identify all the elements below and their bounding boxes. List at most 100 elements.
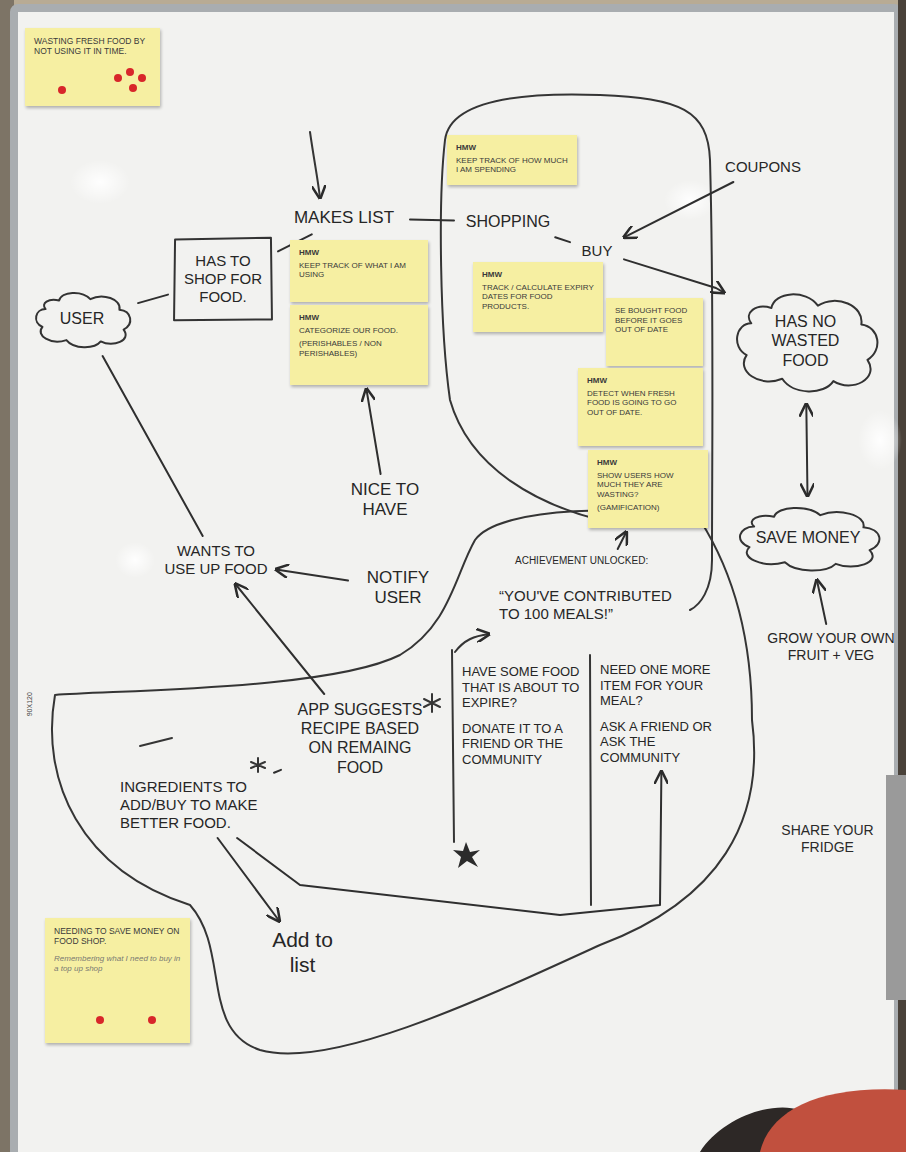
cloud-shape: USER <box>30 286 134 352</box>
node-text: GROW YOUR OWN FRUIT + VEG <box>764 630 898 664</box>
node-text: NEED ONE MORE ITEM FOR YOUR MEAL? <box>600 662 724 709</box>
text-node: COUPONS <box>716 156 810 178</box>
connector <box>555 237 570 242</box>
glare <box>858 410 902 470</box>
text-node: INGREDIENTS TO ADD/BUY TO MAKE BETTER FO… <box>116 776 270 834</box>
connector <box>366 389 380 474</box>
text-node: Add to list <box>255 925 350 979</box>
vote-dot <box>148 1016 156 1024</box>
sticky-note: HMWCATEGORIZE OUR FOOD.(PERISHABLES / NO… <box>290 305 428 385</box>
node-text: SHOPPING <box>462 212 554 231</box>
cloud-shape: SAVE MONEY <box>731 500 885 576</box>
vote-dot <box>96 1016 104 1024</box>
cloud-outline <box>36 293 130 347</box>
connector <box>235 584 324 694</box>
node-text: SE BOUGHT FOOD BEFORE IT GOES OUT OF DAT… <box>615 306 694 335</box>
cloud-shape: HAS NO WASTED FOOD <box>728 282 883 400</box>
connector <box>806 404 807 496</box>
node-text: BUY <box>578 242 616 260</box>
node-text: CATEGORIZE OUR FOOD. <box>299 326 419 336</box>
glare <box>115 542 155 578</box>
vote-dot <box>129 84 137 92</box>
node-text: HAS TO SHOP FOR FOOD. <box>178 252 268 306</box>
node-text: INGREDIENTS TO ADD/BUY TO MAKE BETTER FO… <box>120 778 266 832</box>
sticky-note: SE BOUGHT FOOD BEFORE IT GOES OUT OF DAT… <box>606 298 703 366</box>
node-text: KEEP TRACK OF WHAT I AM USING <box>299 261 419 280</box>
node-text: ACHIEVEMENT UNLOCKED: <box>499 555 696 567</box>
text-node: GROW YOUR OWN FRUIT + VEG <box>760 628 902 666</box>
sticky-note: NEEDING TO SAVE MONEY ON FOOD SHOP.Remem… <box>45 918 190 1043</box>
node-text: (PERISHABLES / NON PERISHABLES) <box>299 339 419 358</box>
node-text: NEEDING TO SAVE MONEY ON FOOD SHOP. <box>54 926 181 946</box>
fabric <box>760 1089 906 1152</box>
clip <box>886 775 906 1000</box>
node-text: SHOW USERS HOW MUCH THEY ARE WASTING? <box>597 471 699 500</box>
star-mark <box>251 758 265 772</box>
sticky-note: WASTING FRESH FOOD BY NOT USING IT IN TI… <box>25 28 160 106</box>
node-text: KEEP TRACK OF HOW MUCH I AM SPENDING <box>456 156 568 175</box>
node-text: HAS NO WASTED FOOD <box>756 312 855 370</box>
vote-dot <box>114 74 122 82</box>
node-text: HMW <box>587 376 694 386</box>
process-box: HAS TO SHOP FOR FOOD. <box>172 236 274 322</box>
node-text: HMW <box>456 143 568 153</box>
text-node: APP SUGGESTS RECIPE BASED ON REMAING FOO… <box>285 698 435 779</box>
stroke <box>140 738 172 746</box>
text-node: BUY <box>574 240 620 262</box>
node-text: HMW <box>482 270 594 280</box>
text-node: NEED ONE MORE ITEM FOR YOUR MEAL? ASK A F… <box>596 660 728 768</box>
scribble-star <box>453 842 480 868</box>
node-text: COUPONS <box>720 158 806 176</box>
connector <box>274 770 281 773</box>
node-text: SAVE MONEY <box>751 528 865 547</box>
vote-dot <box>58 86 66 94</box>
node-text: DONATE IT TO A FRIEND OR THE COMMUNITY <box>462 721 580 768</box>
star-mark <box>424 694 440 712</box>
text-node: SHOPPING <box>458 210 558 233</box>
node-text: DETECT WHEN FRESH FOOD IS GOING TO GO OU… <box>587 389 694 418</box>
node-text: WASTING FRESH FOOD BY NOT USING IT IN TI… <box>34 36 151 56</box>
connector <box>624 259 724 292</box>
column-divider <box>590 655 591 905</box>
sticky-note: HMWKEEP TRACK OF WHAT I AM USING <box>290 240 428 302</box>
flow-arrow <box>455 634 489 652</box>
note-text: SHARE YOUR FRIDGE <box>770 822 885 856</box>
node-text: NOTIFY USER <box>356 568 440 609</box>
connector <box>624 182 733 237</box>
text-node: NICE TO HAVE <box>330 478 440 523</box>
box-outline <box>174 238 272 321</box>
text-node: HAVE SOME FOOD THAT IS ABOUT TO EXPIRE? D… <box>458 662 584 770</box>
connector <box>237 772 661 915</box>
node-text: NICE TO HAVE <box>334 480 436 521</box>
connector <box>618 532 627 549</box>
text-node: NOTIFY USER <box>352 566 444 611</box>
whiteboard <box>14 8 898 1152</box>
sticky-note: HMW SHOW USERS HOW MUCH THEY ARE WASTING?… <box>588 450 708 528</box>
text-node: WANTS TO USE UP FOOD <box>160 540 272 580</box>
connector <box>218 838 280 921</box>
text-node: ACHIEVEMENT UNLOCKED: “YOU'VE CONTRIBUTED… <box>495 553 700 625</box>
cloud-outline <box>740 508 879 571</box>
node-text: USER <box>48 309 116 328</box>
connector <box>276 569 348 580</box>
node-text: “YOU'VE CONTRIBUTED TO 100 MEALS!” <box>499 587 696 623</box>
node-text: (GAMIFICATION) <box>597 503 699 513</box>
connector <box>817 580 826 624</box>
node-text: HMW <box>597 458 699 468</box>
column-divider <box>452 650 454 842</box>
vote-dot <box>126 68 134 76</box>
connector <box>410 219 454 222</box>
text-node: MAKES LIST <box>282 206 406 230</box>
sticky-note: HMW KEEP TRACK OF HOW MUCH I AM SPENDING <box>447 135 577 185</box>
node-text: HAVE SOME FOOD THAT IS ABOUT TO EXPIRE? <box>462 664 580 711</box>
flow-arrow <box>310 132 320 198</box>
node-text: WANTS TO USE UP FOOD <box>164 542 268 578</box>
node-text: ASK A FRIEND OR ASK THE COMMUNITY <box>600 719 724 766</box>
sticky-note: HMW DETECT WHEN FRESH FOOD IS GOING TO GO… <box>578 368 703 446</box>
board-size-mark: 90X120 <box>26 682 34 726</box>
glare <box>70 160 130 204</box>
connector <box>103 356 203 536</box>
node-text: Add to list <box>259 927 346 977</box>
sticky-note: HMWTRACK / CALCULATE EXPIRY DATES FOR FO… <box>473 262 603 332</box>
